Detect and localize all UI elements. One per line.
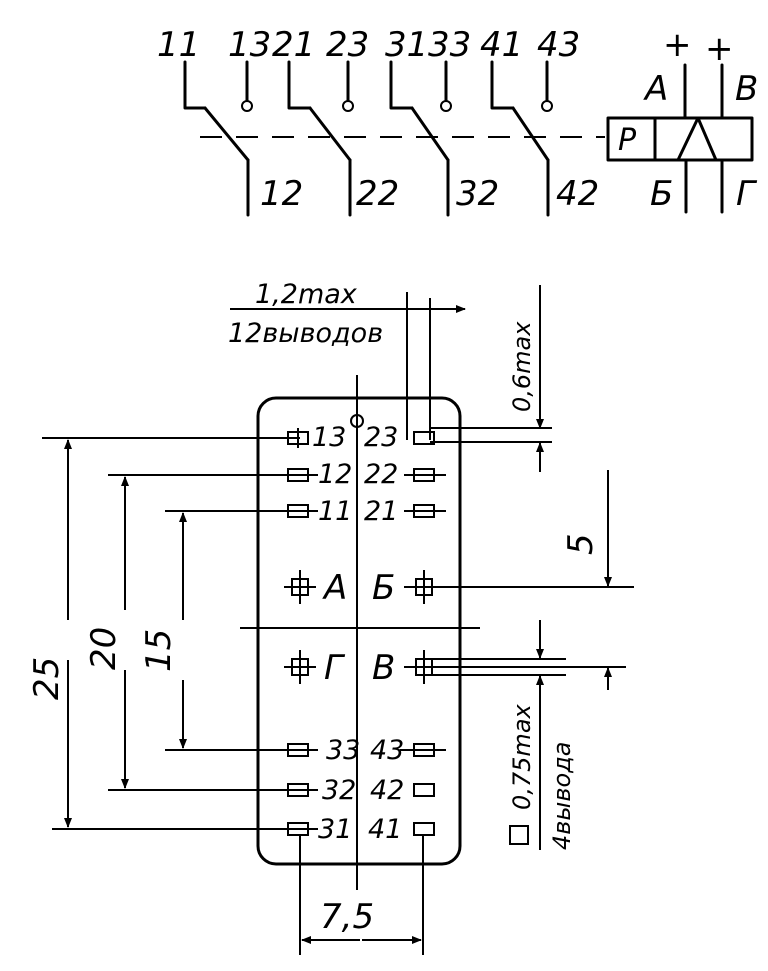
terminal-b6-label: Б xyxy=(650,174,673,214)
outline-drawing: 1,2max 12выводов 0,6max 5 0,75max 4вывод… xyxy=(27,279,634,955)
coil-pin-size-dimension: 0,75max xyxy=(508,703,536,810)
pin-23 xyxy=(413,431,435,445)
pin-42 xyxy=(413,783,435,797)
contact-group-3: 31 33 32 xyxy=(385,25,499,217)
pin-row-6: 31 41 xyxy=(282,814,435,845)
pin-g-label: Г xyxy=(324,648,346,688)
pin-41-label: 41 xyxy=(368,814,402,845)
terminal-41-label: 41 xyxy=(480,25,523,65)
pin-22-label: 22 xyxy=(364,459,398,490)
dim-15-label: 15 xyxy=(139,629,179,672)
pin-row-3: 11 21 xyxy=(282,496,446,527)
pin-row-coil-bottom: Г B xyxy=(284,648,440,688)
pin-row-4: 33 43 xyxy=(282,735,446,766)
terminal-a-label: A xyxy=(643,69,668,109)
pin-row-coil-top: A Б xyxy=(284,568,440,608)
contact-group-4: 41 43 42 xyxy=(480,25,599,217)
dim-20-label: 20 xyxy=(84,627,124,670)
terminal-g-label: Г xyxy=(736,174,758,214)
pin-11-label: 11 xyxy=(318,496,352,527)
pin-33-label: 33 xyxy=(326,735,360,766)
coil-body xyxy=(606,116,754,162)
pin-a-label: A xyxy=(322,568,347,608)
no-contact-point-13 xyxy=(241,100,253,112)
coil-winding-stroke-2 xyxy=(696,116,718,162)
pin-offset-dimension: 0,6max xyxy=(508,321,536,412)
switch-blade-2 xyxy=(308,106,352,162)
no-contact-point-23 xyxy=(342,100,354,112)
common-lead-41 xyxy=(490,60,515,110)
relay-coil: + + A B P Б Г xyxy=(606,25,758,214)
pin-row-1: 13 23 xyxy=(287,422,435,453)
pin-32-label: 32 xyxy=(322,775,356,806)
terminal-23-label: 23 xyxy=(326,25,369,65)
no-contact-point-33 xyxy=(440,100,452,112)
switch-blade-4 xyxy=(511,106,550,162)
relay-base-outline xyxy=(256,396,462,866)
pin-41 xyxy=(413,822,435,836)
contact-schematic: 11 13 12 21 23 22 31 33 xyxy=(157,25,758,217)
terminal-33-label: 33 xyxy=(428,25,471,65)
pin-12-label: 12 xyxy=(318,459,352,490)
terminal-21-label: 21 xyxy=(272,25,315,65)
pin-row-5: 32 42 xyxy=(282,775,435,806)
key-mark xyxy=(350,414,364,428)
dim-25-label: 25 xyxy=(27,657,67,700)
pin-21-label: 21 xyxy=(364,496,398,527)
terminal-12-label: 12 xyxy=(260,174,303,214)
common-lead-11 xyxy=(183,60,207,110)
pin-31-label: 31 xyxy=(318,814,352,845)
square-symbol xyxy=(509,825,529,845)
terminal-32-label: 32 xyxy=(456,174,499,214)
common-lead-21 xyxy=(287,60,312,110)
terminal-b-label: B xyxy=(735,69,758,109)
pin-23-label: 23 xyxy=(364,422,398,453)
pin-b-label: B xyxy=(372,648,395,688)
coil-winding-stroke-1 xyxy=(676,116,700,162)
terminal-31-label: 31 xyxy=(385,25,428,65)
contact-group-1: 11 13 12 xyxy=(157,25,303,217)
pin-42-label: 42 xyxy=(370,775,404,806)
terminal-13-label: 13 xyxy=(228,25,271,65)
pin-width-dimension: 1,2max xyxy=(255,279,358,310)
terminal-42-label: 42 xyxy=(556,174,599,214)
no-contact-point-43 xyxy=(541,100,553,112)
plus-left-label: + xyxy=(663,25,692,65)
plus-right-label: + xyxy=(705,29,734,69)
common-lead-31 xyxy=(389,60,414,110)
pin-13-label: 13 xyxy=(312,422,346,453)
terminal-11-label: 11 xyxy=(157,25,200,65)
pin-pitch-dimension: 5 xyxy=(561,533,601,555)
terminal-43-label: 43 xyxy=(537,25,580,65)
pin-row-2: 12 22 xyxy=(282,459,446,490)
terminal-22-label: 22 xyxy=(356,174,399,214)
pin-count-note: 12выводов xyxy=(228,318,383,349)
contact-group-2: 21 23 22 xyxy=(272,25,399,217)
pin-b6-label: Б xyxy=(372,568,395,608)
pin-43-label: 43 xyxy=(370,735,404,766)
dim-7-5-label: 7,5 xyxy=(320,897,374,937)
switch-blade-3 xyxy=(410,106,450,162)
coil-p-label: P xyxy=(618,123,637,158)
coil-pin-count-note: 4вывода xyxy=(548,742,576,851)
switch-blade-1 xyxy=(203,106,250,162)
